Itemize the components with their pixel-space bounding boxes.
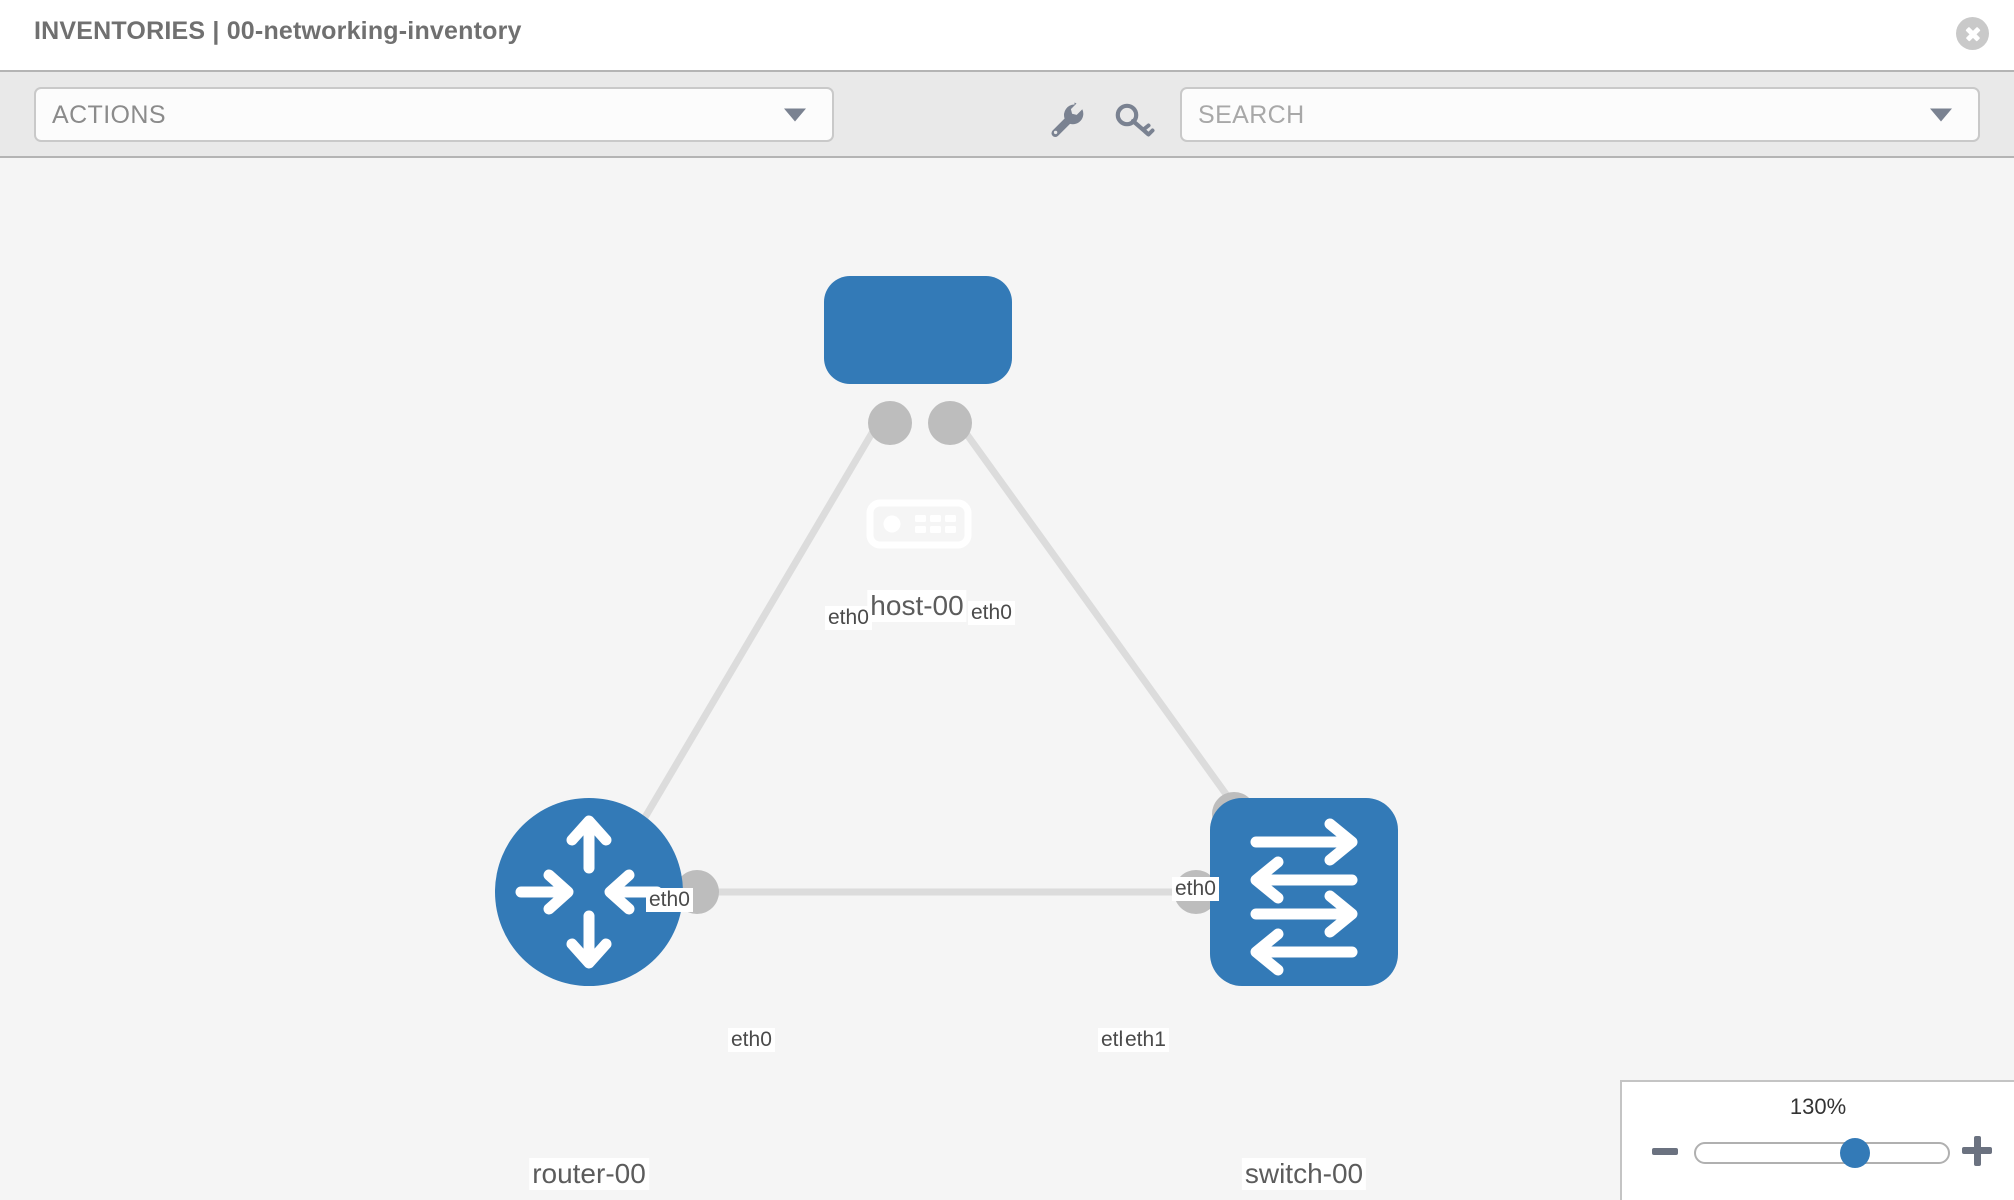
- plus-icon[interactable]: [1962, 1134, 1992, 1168]
- iface-label-router00-to-switch00: eth0: [728, 1028, 775, 1052]
- iface-label-host00-to-router00: eth0: [825, 606, 872, 630]
- iface-label-host00-to-switch00: eth0: [968, 601, 1015, 625]
- toolbar: ACTIONS SEARCH: [0, 70, 2014, 158]
- page-title: INVENTORIES | 00-networking-inventory: [34, 17, 522, 45]
- iface-label-router00-to-host00: eth0: [646, 888, 693, 912]
- zoom-slider-row: [1622, 1134, 2014, 1174]
- close-icon[interactable]: [1956, 17, 1989, 50]
- switch-arrows-icon: [1250, 818, 1358, 976]
- zoom-slider-track[interactable]: [1694, 1138, 1950, 1168]
- connector-host00-right: [928, 401, 972, 445]
- chevron-down-icon[interactable]: [1930, 108, 1952, 121]
- connector-host00-left: [868, 401, 912, 445]
- server-appliance-icon: [866, 499, 972, 549]
- iface-label-switch00-to-router00: eth1: [1122, 1028, 1169, 1052]
- key-icon[interactable]: [1112, 98, 1156, 142]
- zoom-control-panel: 130%: [1620, 1080, 2014, 1200]
- page-header: INVENTORIES | 00-networking-inventory: [0, 0, 2014, 70]
- node-label-host-00[interactable]: host-00: [867, 590, 967, 622]
- topology-connectors: [675, 401, 1256, 914]
- zoom-slider-thumb[interactable]: [1839, 1138, 1870, 1168]
- actions-dropdown-label: ACTIONS: [52, 101, 166, 129]
- iface-label-switch00-to-host00: eth0: [1172, 877, 1219, 901]
- link-host00-switch00: [947, 408, 1275, 861]
- node-label-switch-00[interactable]: switch-00: [1241, 1158, 1367, 1190]
- topology-links: [617, 408, 1275, 896]
- wrench-icon[interactable]: [1043, 98, 1087, 142]
- chevron-down-icon: [784, 108, 806, 121]
- topology-canvas[interactable]: host-00 router-00 switch-00 eth0 eth0 et…: [0, 158, 2014, 1200]
- zoom-level-value: 130%: [1789, 1094, 1847, 1119]
- link-host00-router00: [617, 409, 889, 860]
- node-router-00: [495, 798, 683, 986]
- minus-icon[interactable]: [1652, 1148, 1678, 1155]
- topology-graph: [495, 276, 1398, 986]
- actions-dropdown[interactable]: ACTIONS: [34, 87, 834, 142]
- search-placeholder: SEARCH: [1198, 101, 1305, 129]
- search-input[interactable]: SEARCH: [1180, 87, 1980, 142]
- node-label-router-00[interactable]: router-00: [529, 1158, 649, 1190]
- node-host-00: [824, 276, 1012, 549]
- node-switch-00: [1210, 798, 1398, 986]
